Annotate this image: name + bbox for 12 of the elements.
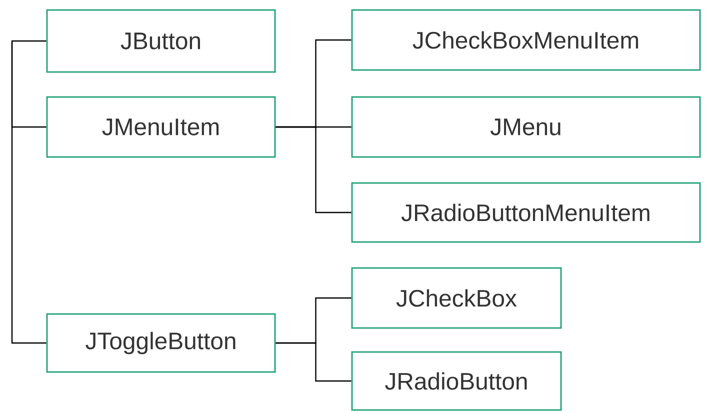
connector-line [276, 342, 352, 382]
connector-line [11, 40, 46, 42]
connector-line [11, 42, 46, 344]
class-box: JCheckBoxMenuItem [351, 9, 701, 71]
connector-line [276, 126, 352, 214]
class-box: JToggleButton [46, 313, 276, 373]
class-box: JRadioButton [351, 351, 562, 411]
class-box: JRadioButtonMenuItem [351, 182, 701, 243]
class-box: JCheckBox [351, 267, 562, 329]
class-box: JMenu [351, 96, 701, 158]
class-box: JMenuItem [46, 96, 276, 158]
class-box: JButton [46, 9, 276, 73]
